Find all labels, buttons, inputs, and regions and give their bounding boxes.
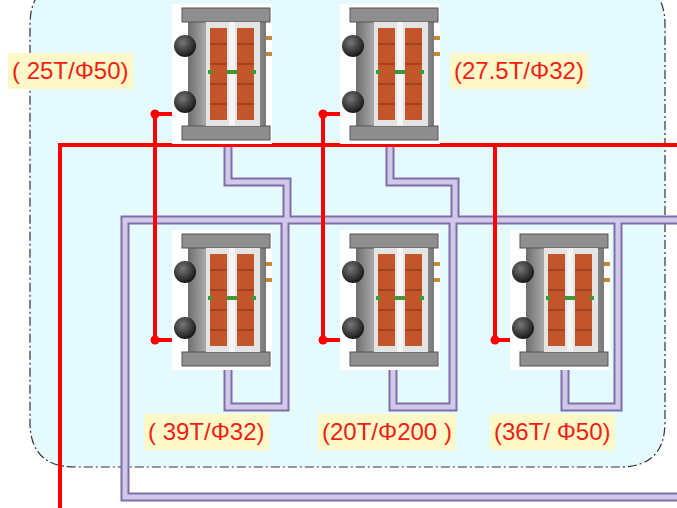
power-cable — [323, 114, 340, 340]
magnet-illustration — [340, 230, 440, 370]
power-bus — [60, 145, 677, 508]
cable-dot — [319, 110, 328, 119]
magnet-node: ( 39T/Φ32) — [172, 230, 272, 370]
magnet-illustration — [510, 230, 610, 370]
magnet-node: (20T/Φ200 ) — [340, 230, 440, 370]
cable-dot — [151, 336, 160, 345]
cable-dot — [151, 110, 160, 119]
magnet-label: ( 39T/Φ32) — [144, 414, 269, 450]
magnet-label: ( 25T/Φ50) — [8, 53, 133, 89]
cable-dot — [319, 336, 328, 345]
bus-dot — [491, 336, 500, 345]
power-cable-group — [151, 110, 173, 345]
power-cable-group — [319, 110, 341, 345]
magnet-node: ( 25T/Φ50) — [172, 4, 272, 144]
magnet-node: (36T/ Φ50) — [510, 230, 610, 370]
magnet-label: (27.5T/Φ32) — [450, 53, 588, 89]
magnet-label: (36T/ Φ50) — [490, 414, 615, 450]
magnet-node: (27.5T/Φ32) — [340, 4, 440, 144]
power-cable — [155, 114, 172, 340]
magnet-illustration — [172, 4, 272, 144]
magnet-label: (20T/Φ200 ) — [318, 414, 456, 450]
magnet-illustration — [340, 4, 440, 144]
magnet-illustration — [172, 230, 272, 370]
cooling-pipes — [125, 143, 677, 497]
